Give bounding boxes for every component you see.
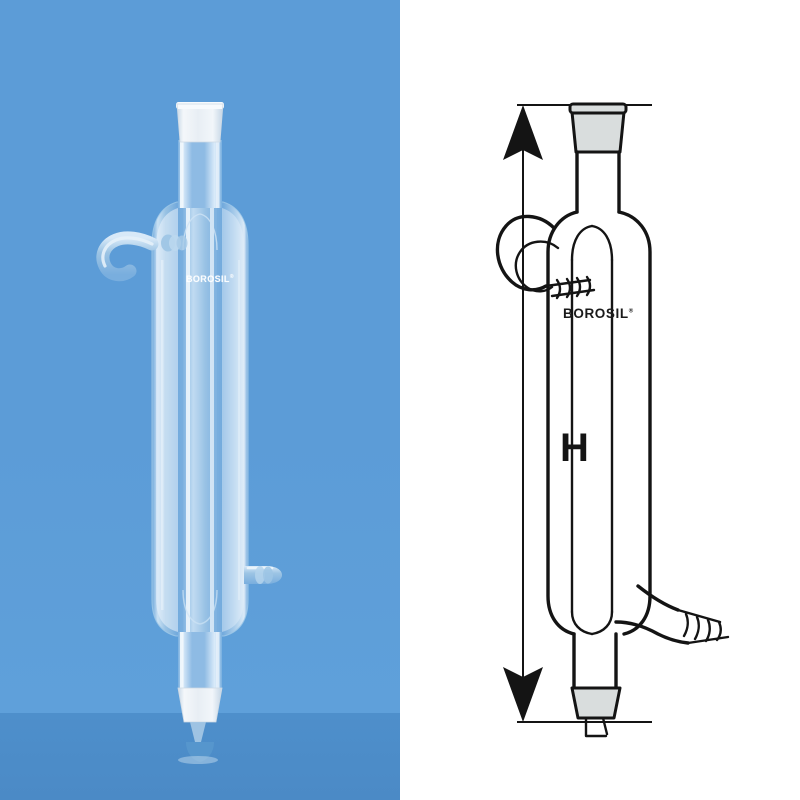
photo-inner-tube <box>182 208 218 632</box>
photo-bottom-ground-joint <box>177 687 223 723</box>
condenser-photograph <box>96 102 282 764</box>
photo-lower-hose-nozzle <box>255 566 273 584</box>
diagram-brand-label: BOROSIL® <box>563 306 634 321</box>
diagram-drip-tip <box>584 716 609 738</box>
diagram-top-ground-joint <box>568 102 628 154</box>
technical-drawing-panel: .ln{fill:none;stroke:#141414;stroke-widt… <box>400 0 800 800</box>
diagram-lower-side-arm <box>614 584 690 645</box>
diagram-lower-neck <box>572 632 618 690</box>
photo-brand-label: BOROSIL® <box>186 274 234 284</box>
dimension-arrowhead-top <box>503 105 543 160</box>
photo-upper-side-arm <box>96 231 188 282</box>
product-photo-panel: BOROSIL® <box>0 0 400 800</box>
diagram-bottom-ground-joint <box>570 686 622 720</box>
diagram-upper-neck <box>575 150 621 214</box>
diagram-upper-hose-nozzle <box>544 275 596 300</box>
dimension-label-h: H <box>560 426 589 470</box>
diagram-inner-tube <box>570 224 614 636</box>
photo-upper-neck <box>178 140 222 208</box>
diagram-cooling-jacket <box>546 210 652 636</box>
photo-top-ground-joint <box>176 102 224 143</box>
photo-specular-highlights <box>161 260 240 610</box>
photo-lower-neck <box>178 632 222 688</box>
photo-lower-side-arm <box>244 566 282 584</box>
photo-upper-hose-nozzle <box>161 234 188 252</box>
diagram-upper-side-arm <box>495 214 560 293</box>
dimension-annotation-h <box>503 104 652 723</box>
condenser-line-drawing: .ln{fill:none;stroke:#141414;stroke-widt… <box>495 102 730 738</box>
dimension-arrowhead-bottom <box>503 667 543 722</box>
diagram-lower-hose-nozzle <box>676 608 730 645</box>
photo-drip-tip <box>178 722 218 764</box>
